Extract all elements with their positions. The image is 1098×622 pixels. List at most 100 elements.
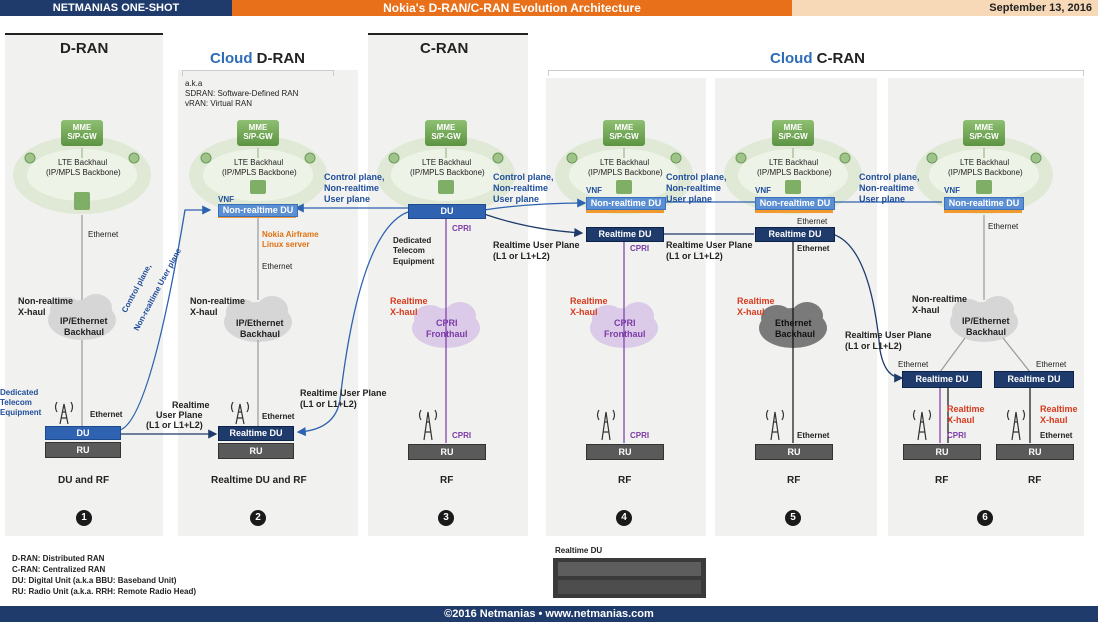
ipeth-label-6a: IP/Ethernet <box>962 316 1010 326</box>
ethernet-label-5c: Ethernet <box>797 431 830 440</box>
nonrt-xhaul-6b: X-haul <box>912 305 940 315</box>
ru-box-3: RU <box>408 444 486 460</box>
title-rule-1 <box>5 33 163 35</box>
caption-5: RF <box>787 475 801 486</box>
title-cloud-d-ran-main: D-RAN <box>256 50 305 67</box>
vnf-label-4: VNF <box>586 186 602 195</box>
vnf-label-6: VNF <box>944 186 960 195</box>
rt-xhaul-6c: Realtime <box>1040 404 1078 414</box>
ethernet-label-1b: Ethernet <box>90 410 123 419</box>
rt-up-2b: User Plane <box>156 410 203 420</box>
ipeth-label-2b: Backhaul <box>240 329 281 339</box>
lte-backhaul-label-3: LTE Backhaul <box>422 158 472 167</box>
rt-up-2c: (L1 or L1+L2) <box>146 420 203 430</box>
lte-backhaul-label-1: LTE Backhaul <box>58 158 108 167</box>
nonrt-xhaul-2b: X-haul <box>190 307 218 317</box>
header-date: September 13, 2016 <box>792 0 1098 16</box>
ethernet-label-5b: Ethernet <box>797 244 830 253</box>
ipeth-label-6b: Backhaul <box>966 327 1007 337</box>
nonrt-du-5: Non-realtime DU <box>755 197 835 210</box>
ethernet-label-2a: Ethernet <box>262 262 293 271</box>
step-number-5: 5 <box>785 510 801 526</box>
cpri-links <box>445 218 941 443</box>
ethernet-label-5a: Ethernet <box>797 217 828 226</box>
dedicated-label-1a: Dedicated <box>0 388 39 397</box>
antenna-towers <box>54 401 1026 441</box>
title-rule-2 <box>182 70 334 76</box>
ctrl-label-34c: User plane <box>493 194 540 204</box>
ethernet-label-6b: Ethernet <box>898 360 929 369</box>
ru-box-6b: RU <box>996 444 1074 460</box>
mme-links <box>81 148 985 158</box>
lte-backhaul-sub-1: (IP/MPLS Backbone) <box>46 168 121 177</box>
title-d-ran: D-RAN <box>60 40 109 57</box>
ru-box-2: RU <box>218 443 294 459</box>
nonrt-du-4: Non-realtime DU <box>586 197 666 210</box>
ctrl-label-56c: User plane <box>859 194 906 204</box>
photo-label: Realtime DU <box>555 546 603 555</box>
caption-6a: RF <box>935 475 949 486</box>
vnf-label-5: VNF <box>755 186 771 195</box>
ctrl-label-23a: Control plane, <box>324 172 385 182</box>
lte-backhaul-label-6: LTE Backhaul <box>960 158 1010 167</box>
rt-xhaul-5b: X-haul <box>737 307 765 317</box>
ipeth-label-1b: Backhaul <box>64 327 105 337</box>
header-brand: NETMANIAS ONE-SHOT <box>0 0 232 16</box>
lte-backhaul-sub-6: (IP/MPLS Backbone) <box>948 168 1023 177</box>
caption-6b: RF <box>1028 475 1042 486</box>
step-number-6: 6 <box>977 510 993 526</box>
caption-3: RF <box>440 475 454 486</box>
lte-backhaul-sub-2: (IP/MPLS Backbone) <box>222 168 297 177</box>
ethernet-label-6a: Ethernet <box>988 222 1019 231</box>
eth-backhaul-5a: Ethernet <box>775 318 812 328</box>
cpri-fronthaul-3a: CPRI <box>436 318 458 328</box>
ipeth-label-1a: IP/Ethernet <box>60 316 108 326</box>
footer: ©2016 Netmanias • www.netmanias.com <box>0 606 1098 622</box>
title-cloud-c-ran: Cloud C-RAN <box>770 50 865 67</box>
ru-box-6a: RU <box>903 444 981 460</box>
backhaul-links <box>81 215 1031 428</box>
aka-line-3: vRAN: Virtual RAN <box>185 99 252 108</box>
ctrl-label-34b: Non-realtime <box>493 183 549 193</box>
rt-up-6b: (L1 or L1+L2) <box>845 341 902 351</box>
cpri-label-3b: CPRI <box>452 431 472 440</box>
nonrt-xhaul-2a: Non-realtime <box>190 296 246 306</box>
caption-2: Realtime DU and RF <box>211 475 307 486</box>
lte-backhaul-label-2: LTE Backhaul <box>234 158 284 167</box>
lte-backhaul-sub-5: (IP/MPLS Backbone) <box>757 168 832 177</box>
caption-1: DU and RF <box>58 475 110 486</box>
legend-c-ran: C-RAN: Centralized RAN <box>12 565 106 574</box>
ipeth-label-2a: IP/Ethernet <box>236 318 284 328</box>
cpri-label-3a: CPRI <box>452 224 472 233</box>
rt-du-box-5: Realtime DU <box>755 227 835 242</box>
rt-xhaul-5a: Realtime <box>737 296 775 306</box>
nonrt-xhaul-6a: Non-realtime <box>912 294 968 304</box>
dedicated-label-3a: Dedicated <box>393 236 432 245</box>
cpri-label-6: CPRI <box>947 431 967 440</box>
ru-box-5: RU <box>755 444 833 460</box>
nokia-airframe-2: Linux server <box>262 240 310 249</box>
step-number-2: 2 <box>250 510 266 526</box>
control-plane-links <box>119 198 942 437</box>
eth-backhaul-5b: Backhaul <box>775 329 816 339</box>
caption-4: RF <box>618 475 632 486</box>
ctrl-label-23b: Non-realtime <box>324 183 380 193</box>
rt-up-4a: Realtime User Plane <box>493 240 580 250</box>
rt-xhaul-4a: Realtime <box>570 296 608 306</box>
ctrl-label-23c: User plane <box>324 194 371 204</box>
nonrt-xhaul-1b: X-haul <box>18 307 46 317</box>
rt-up-5b: (L1 or L1+L2) <box>666 251 723 261</box>
legend-du: DU: Digital Unit (a.k.a BBU: Baseband Un… <box>12 576 177 585</box>
ethernet-label-6c: Ethernet <box>1036 360 1067 369</box>
nokia-airframe-1: Nokia Airframe <box>262 230 319 239</box>
rt-du-box-6b: Realtime DU <box>994 371 1074 388</box>
rt-xhaul-6d: X-haul <box>1040 415 1068 425</box>
router-icons <box>24 152 1042 164</box>
title-c-ran: C-RAN <box>420 40 469 57</box>
rt-xhaul-4b: X-haul <box>570 307 598 317</box>
lte-backhaul-label-5: LTE Backhaul <box>769 158 819 167</box>
